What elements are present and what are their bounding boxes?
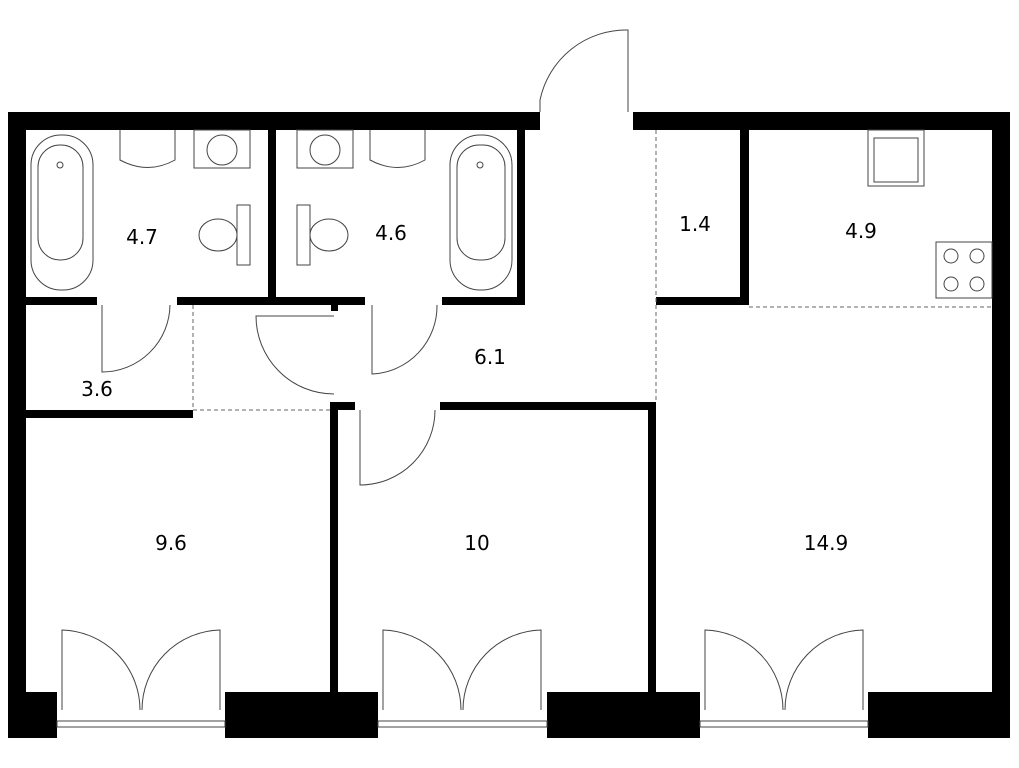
doors[interactable] — [61, 29, 864, 711]
balcony-door-3 — [704, 629, 864, 711]
entrance-door — [539, 29, 629, 112]
sink-icon — [119, 130, 176, 168]
bathroom-2-door — [371, 304, 438, 375]
bedroom-2-door — [359, 409, 436, 486]
windows — [56, 720, 869, 728]
room-area-storage: 1.4 — [679, 212, 711, 236]
balcony-door-2 — [382, 629, 542, 711]
room-area-hall: 3.6 — [81, 377, 113, 401]
washing-machine-icon — [193, 129, 251, 169]
bathroom-1-door — [101, 304, 171, 373]
kitchen-sink-icon — [867, 129, 925, 187]
toilet-icon — [236, 204, 251, 266]
room-area-bathroom-2: 4.6 — [375, 221, 407, 245]
bathtub-icon — [449, 134, 513, 291]
room-area-bedroom-2: 10 — [464, 531, 490, 555]
stove-icon — [935, 241, 993, 299]
room-area-kitchen: 4.9 — [845, 219, 877, 243]
sink-icon — [369, 130, 426, 168]
walls — [8, 112, 1010, 738]
washing-machine-icon — [296, 129, 354, 169]
bathtub-icon — [30, 134, 94, 291]
balcony-door-1 — [61, 629, 221, 711]
room-area-bedroom-1: 9.6 — [155, 531, 187, 555]
fixtures — [30, 129, 993, 299]
bedroom-1-door — [255, 315, 335, 395]
room-area-living-room: 14.9 — [803, 531, 849, 555]
toilet-icon — [296, 204, 311, 266]
room-area-bathroom-1: 4.7 — [126, 225, 158, 249]
zone-dividers — [192, 130, 992, 411]
room-area-corridor: 6.1 — [474, 345, 506, 369]
